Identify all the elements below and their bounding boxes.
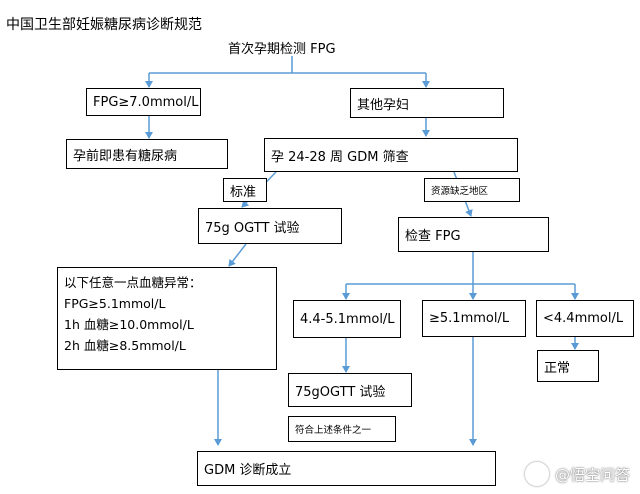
watermark: @悟空问答 (524, 462, 630, 486)
diagram-title: 中国卫生部妊娠糖尿病诊断规范 (6, 17, 202, 33)
ogtt2-box: 75gOGTT 试验 (288, 373, 412, 407)
limited-area-label-box: 资源缺乏地区 (424, 178, 520, 202)
normal-box: 正常 (537, 350, 599, 382)
meets-one-box: 符合上述条件之一 (288, 416, 396, 442)
criteria-box: 以下任意一点血糖异常： FPG≥5.1mmol/L 1h 血糖≥10.0mmol… (57, 267, 277, 370)
arrow-to-criteria (228, 243, 247, 267)
criteria-line-fpg: FPG≥5.1mmol/L (64, 296, 166, 311)
range-high-box: ≥5.1mmol/L (422, 300, 526, 337)
screening-box: 孕 24-28 周 GDM 筛查 (264, 138, 518, 172)
range-mid-box: 4.4-5.1mmol/L (293, 300, 401, 338)
first-check-label: 首次孕期检测 FPG (228, 42, 336, 57)
criteria-line-2h: 2h 血糖≥8.5mmol/L (64, 338, 186, 353)
other-pregnant-box: 其他孕妇 (350, 88, 504, 118)
watermark-logo-icon (524, 462, 549, 486)
gdm-confirmed-box: GDM 诊断成立 (197, 451, 496, 486)
watermark-text: @悟空问答 (554, 465, 630, 484)
range-low-box: <4.4mmol/L (536, 300, 634, 337)
fpg-high-box: FPG≥7.0mmol/L (86, 88, 201, 116)
criteria-title: 以下任意一点血糖异常： (64, 275, 202, 290)
ogtt-box: 75g OGTT 试验 (198, 208, 342, 244)
criteria-line-1h: 1h 血糖≥10.0mmol/L (64, 317, 194, 332)
check-fpg-box: 检查 FPG (398, 217, 549, 252)
standard-label-box: 标准 (223, 178, 267, 202)
pre-diabetes-box: 孕前即患有糖尿病 (66, 139, 228, 169)
